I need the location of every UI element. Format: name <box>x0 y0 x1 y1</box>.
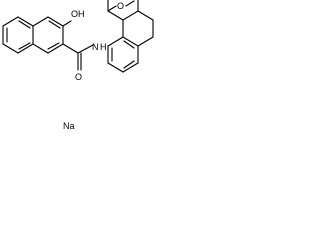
carbonyl-oxygen-label: O <box>75 72 82 82</box>
hydroxyl-label: OH <box>71 9 85 19</box>
amide-nitrogen-label: N <box>92 42 99 52</box>
sodium-label: Na <box>63 121 75 131</box>
hydroxyl-group: OH <box>62 9 85 27</box>
amide-hydrogen-label: H <box>100 42 107 52</box>
counter-ion: Na <box>63 121 75 131</box>
methoxy-group: O <box>107 0 135 12</box>
naphthalene-ring <box>2 16 64 54</box>
ether-oxygen-label: O <box>117 1 124 11</box>
biphenyl-upper-ring <box>107 0 154 47</box>
amide-group: O N H <box>62 42 107 82</box>
chemical-structure-diagram: OH O N H O Na <box>2 0 154 131</box>
biphenyl-lower-ring <box>107 36 139 73</box>
